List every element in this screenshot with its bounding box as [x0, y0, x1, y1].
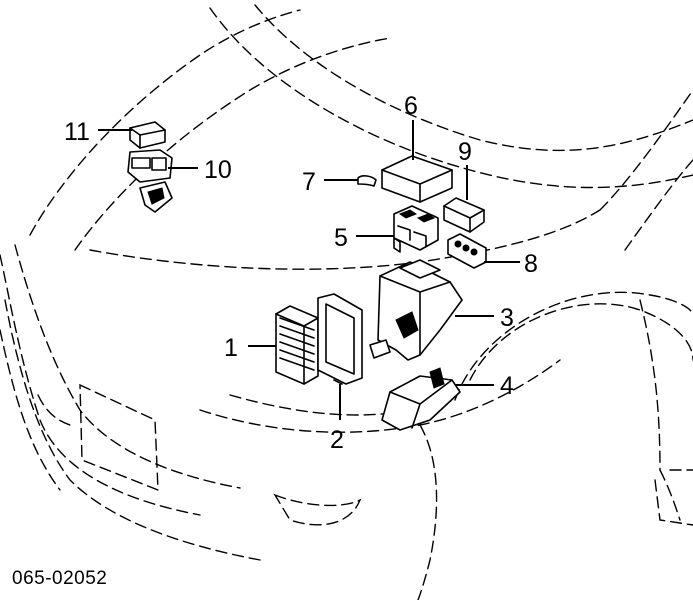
- part-1-module: [275, 305, 319, 385]
- callout-1: 1: [224, 334, 238, 362]
- part-4-lower-bracket: [381, 367, 461, 431]
- callout-5: 5: [334, 224, 348, 252]
- callout-9: 9: [458, 138, 472, 166]
- part-2-cover-plate: [317, 293, 363, 385]
- part-6-cover: [381, 155, 453, 203]
- callout-11: 11: [64, 118, 90, 146]
- part-7-clip: [357, 175, 377, 187]
- drawing-id: 065-02052: [12, 568, 107, 589]
- vehicle-outline: [0, 4, 693, 600]
- part-10-relay: [127, 149, 173, 213]
- leader-lines: [98, 120, 520, 420]
- callout-4: 4: [500, 372, 514, 400]
- part-11-cover: [129, 121, 166, 149]
- part-3-bracket: [369, 259, 463, 361]
- callout-8: 8: [524, 250, 538, 278]
- part-8-fuse-strip: [447, 233, 487, 269]
- callout-10: 10: [204, 156, 232, 184]
- callout-3: 3: [500, 304, 514, 332]
- callout-7: 7: [302, 168, 316, 196]
- callout-6: 6: [404, 92, 418, 120]
- part-5-relay-block: [393, 205, 439, 253]
- part-9-fuse-cover: [443, 197, 485, 233]
- callout-2: 2: [330, 426, 344, 454]
